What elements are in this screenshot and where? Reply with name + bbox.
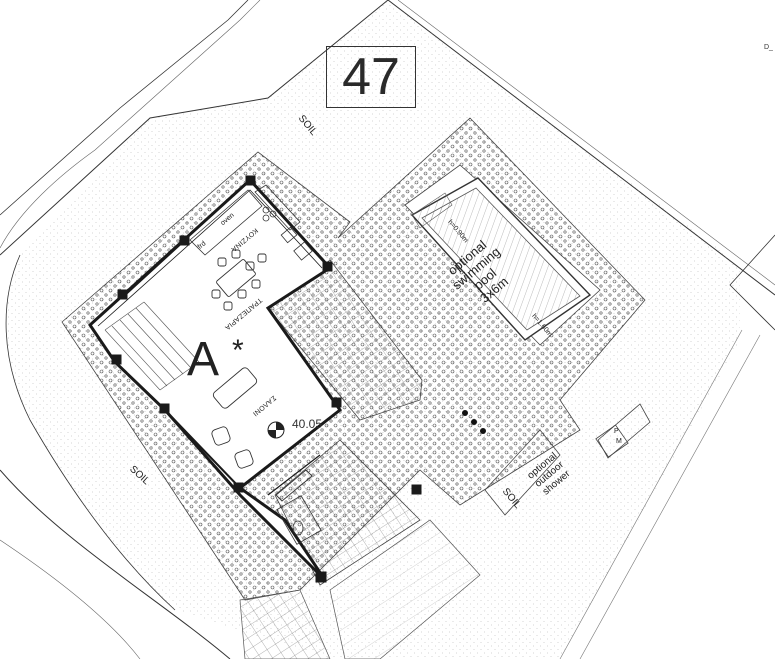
kitchen-counter xyxy=(189,184,313,261)
swimming-pool xyxy=(410,177,592,341)
marker-dots xyxy=(462,410,486,434)
staircase xyxy=(104,301,200,391)
dining-table xyxy=(211,249,267,311)
garden-tiles xyxy=(239,589,331,659)
plot-number: 47 xyxy=(326,46,416,108)
meter-p-label: P xyxy=(614,428,619,435)
parking-area xyxy=(329,519,481,659)
unit-letter: A xyxy=(187,333,220,386)
wc xyxy=(276,495,322,545)
house-footprint xyxy=(88,175,422,583)
level-value: 40.05 xyxy=(292,417,323,431)
living-furniture xyxy=(211,367,313,502)
outdoor-shower-area xyxy=(484,403,651,516)
level-marker xyxy=(267,421,285,439)
corner-tag: D_ xyxy=(764,44,773,51)
meter-m-label: M xyxy=(616,438,622,445)
unit-mark: * xyxy=(232,334,244,367)
